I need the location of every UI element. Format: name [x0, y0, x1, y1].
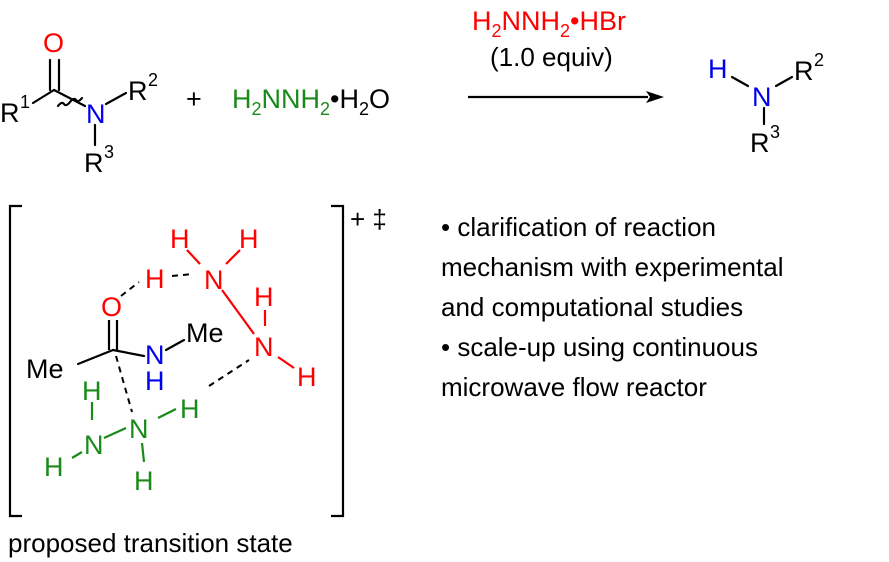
green-h-1: H	[82, 376, 102, 406]
bullet-line-4: • scale-up using continuous	[441, 332, 758, 362]
r1-superscript: 1	[20, 92, 30, 112]
r2-label: R	[128, 76, 148, 106]
c-r1-bond	[31, 88, 56, 105]
hydrazine-hydrate: H2NNH2•H2O	[232, 84, 390, 119]
forming-c-n-bond	[115, 355, 133, 413]
plus-sign: +	[186, 84, 202, 114]
green-n-2: N	[84, 430, 104, 460]
bullet-line-3: and computational studies	[441, 292, 743, 322]
product-r3-superscript: 3	[770, 122, 780, 142]
green-n-n-bond	[103, 426, 127, 440]
bullet-line-5: microwave flow reactor	[441, 372, 707, 402]
n-r2-product-bond	[774, 75, 794, 88]
red-h-4: H	[297, 362, 317, 392]
green-n-1: N	[129, 414, 149, 444]
ts-caption: proposed transition state	[8, 528, 293, 558]
red-h-n-bond-1	[186, 249, 201, 265]
r1-label: R	[0, 98, 20, 128]
ts-amide-nitrogen: N	[145, 340, 165, 370]
red-h-n-bond-2	[225, 249, 241, 265]
bullet-line-1: • clarification of reaction	[441, 212, 716, 242]
hbond-h-n-red	[171, 273, 194, 277]
amide-reactant: O R 1 N R 2 R 3	[0, 28, 158, 178]
r3-label: R	[84, 148, 104, 178]
bullet-line-2: mechanism with experimental	[441, 252, 783, 282]
charge-double-dagger: + ‡	[350, 204, 387, 234]
red-h-1: H	[170, 224, 190, 254]
green-h-3: H	[134, 466, 154, 496]
amine-product: H N R 2 R 3	[708, 50, 824, 158]
product-hydrogen: H	[708, 54, 728, 84]
product-r2: R	[794, 56, 814, 86]
reagent-label: H2NNH2•HBr	[472, 6, 626, 41]
bullet-notes: • clarification of reaction mechanism wi…	[441, 212, 783, 402]
red-n-1: N	[204, 265, 224, 295]
reaction-arrow	[468, 91, 664, 103]
red-h-3: H	[254, 282, 274, 312]
green-h-2: H	[44, 452, 64, 482]
r2-superscript: 2	[148, 70, 158, 90]
amide-oxygen: O	[43, 28, 64, 58]
red-n-n-bond	[221, 289, 255, 335]
ts-n-me-bond	[164, 338, 186, 352]
green-h-transfer: H	[180, 394, 200, 424]
right-bracket	[331, 204, 345, 518]
ts-n-methyl: Me	[186, 318, 224, 348]
c-n-bond	[52, 88, 87, 108]
red-n-2: N	[254, 332, 274, 362]
r3-superscript: 3	[104, 142, 114, 162]
hbond-h-n-red-lower	[208, 359, 250, 387]
product-r3: R	[750, 128, 770, 158]
ts-c-me-bond	[76, 348, 115, 366]
product-r2-superscript: 2	[814, 50, 824, 70]
reagent-equiv: (1.0 equiv)	[490, 42, 613, 72]
hbond-o-h	[120, 281, 140, 297]
product-nitrogen: N	[752, 82, 772, 112]
ts-amide-hydrogen: H	[145, 366, 165, 396]
amide-nitrogen: N	[86, 99, 106, 129]
left-bracket	[8, 204, 22, 518]
green-n-h-bond-3	[157, 408, 177, 419]
red-n-h-bond-4	[277, 356, 295, 369]
red-h-transfer: H	[145, 264, 165, 294]
ts-oxygen: O	[101, 292, 122, 322]
transition-state: + ‡ H H H N H O N H	[8, 204, 387, 558]
h-n-bond	[730, 75, 750, 88]
ts-c-n-bond	[111, 348, 146, 358]
green-h-n-bond-2	[71, 451, 83, 459]
red-h-2: H	[239, 224, 259, 254]
cleavage-wavy-line	[56, 96, 84, 108]
green-n-h-bond-4	[140, 442, 146, 463]
n-r2-bond	[104, 91, 128, 106]
ts-c-methyl: Me	[26, 354, 64, 384]
